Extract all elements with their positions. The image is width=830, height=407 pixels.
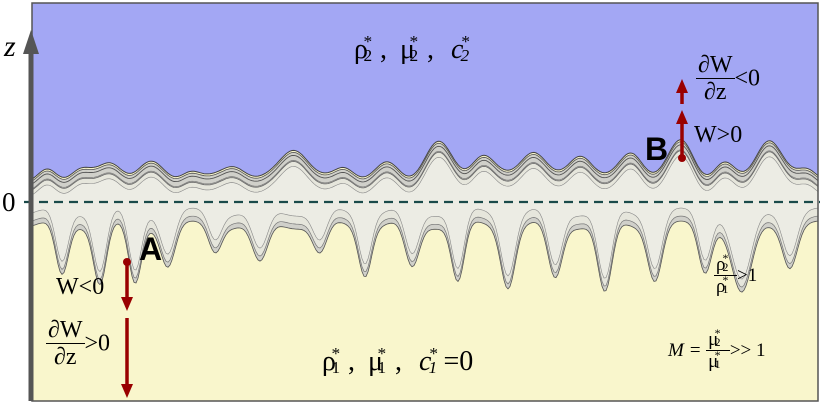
point-b-marker <box>678 154 686 162</box>
point-a-derivative: ∂W∂z>0 <box>46 317 111 370</box>
upper-mu: μ*2 <box>399 32 419 65</box>
upper-c: c*2 <box>451 32 470 65</box>
point-a-label: A <box>139 231 163 267</box>
lower-c: c*1 <box>419 344 438 377</box>
viscous-fingers <box>32 155 818 280</box>
interface-contour-1 <box>32 139 818 180</box>
z-axis-arrowhead <box>23 30 39 54</box>
arrow-a-head-lower <box>121 384 133 398</box>
upper-rho: ρ*2 <box>354 32 373 65</box>
viscosity-ratio: M = μ*2 μ*1 >> 1 <box>668 327 766 372</box>
arrow-b-head-upper <box>676 79 688 93</box>
interface-contour-2 <box>32 144 818 185</box>
arrow-b-head-lower <box>676 110 688 124</box>
point-b-derivative: ∂W∂z<0 <box>696 52 761 105</box>
z-axis-label: z <box>4 30 16 63</box>
arrow-a-head-upper <box>121 297 133 311</box>
upper-fluid-properties: ρ*2, μ*2, c*2 <box>354 32 470 65</box>
lower-rho: ρ*1 <box>322 344 341 377</box>
upper-fluid-region <box>32 3 818 180</box>
lower-fluid-properties: ρ*1, μ*1, c*1=0 <box>322 344 474 377</box>
zero-label: 0 <box>2 187 16 217</box>
point-b-label: B <box>645 131 669 167</box>
density-ratio: ρ*2 ρ*1 >1 <box>714 252 758 297</box>
point-a-marker <box>123 258 131 266</box>
point-b-w-condition: W>0 <box>694 122 743 148</box>
lower-mu: μ*1 <box>367 344 387 377</box>
point-a-w-condition: W<0 <box>56 274 105 300</box>
interface-contour-3 <box>32 150 818 191</box>
